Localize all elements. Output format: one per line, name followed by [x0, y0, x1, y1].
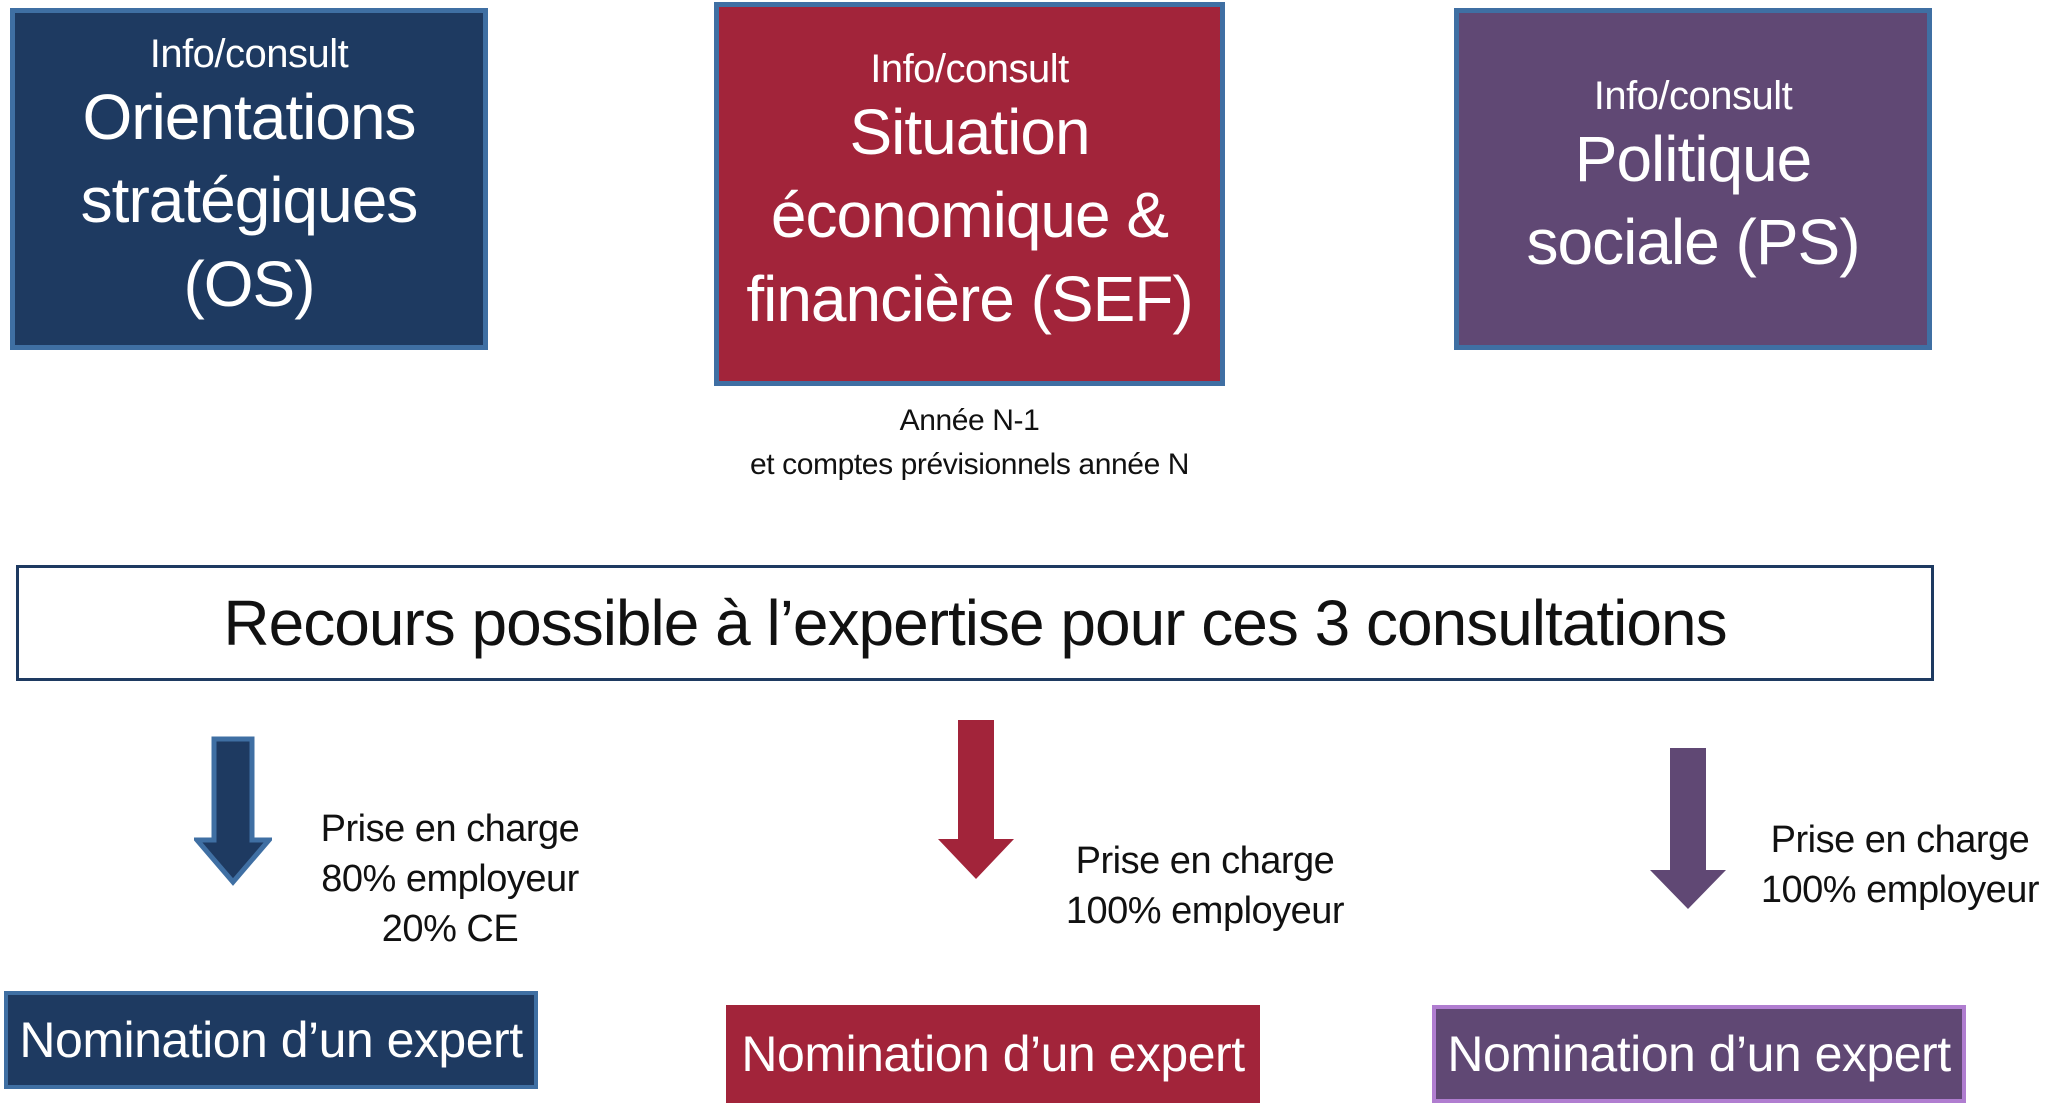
arrow-down-icon: [194, 736, 272, 886]
sef-note-line: Année N-1: [899, 404, 1040, 437]
box-title: Orientations stratégiques (OS): [80, 81, 419, 320]
nomination-box-os: Nomination d’un expert: [4, 991, 538, 1089]
box-kicker: Info/consult: [149, 32, 349, 77]
arrow-down-icon: [938, 720, 1014, 879]
consultation-box-os: Info/consult Orientations stratégiques (…: [10, 8, 488, 350]
nomination-box-ps: Nomination d’un expert: [1432, 1005, 1966, 1103]
arrow-down-icon: [1650, 748, 1726, 909]
cost-info-ps: Prise en charge 100% employeur: [1760, 819, 2040, 911]
box-kicker: Info/consult: [1593, 73, 1793, 118]
cost-info-sef: Prise en charge 100% employeur: [1065, 840, 1345, 932]
box-title: Politique sociale (PS): [1526, 122, 1861, 278]
expertise-banner: Recours possible à l’expertise pour ces …: [16, 565, 1934, 681]
consultation-box-ps: Info/consult Politique sociale (PS): [1454, 8, 1932, 350]
consultation-box-sef: Info/consult Situation économique & fina…: [714, 2, 1225, 386]
cost-info-os: Prise en charge 80% employeur 20% CE: [320, 808, 580, 950]
box-title: Situation économique & financière (SEF): [746, 96, 1193, 335]
sef-note-line: et comptes prévisionnels année N: [749, 448, 1190, 481]
box-kicker: Info/consult: [870, 47, 1069, 92]
nomination-box-sef: Nomination d’un expert: [726, 1005, 1260, 1103]
